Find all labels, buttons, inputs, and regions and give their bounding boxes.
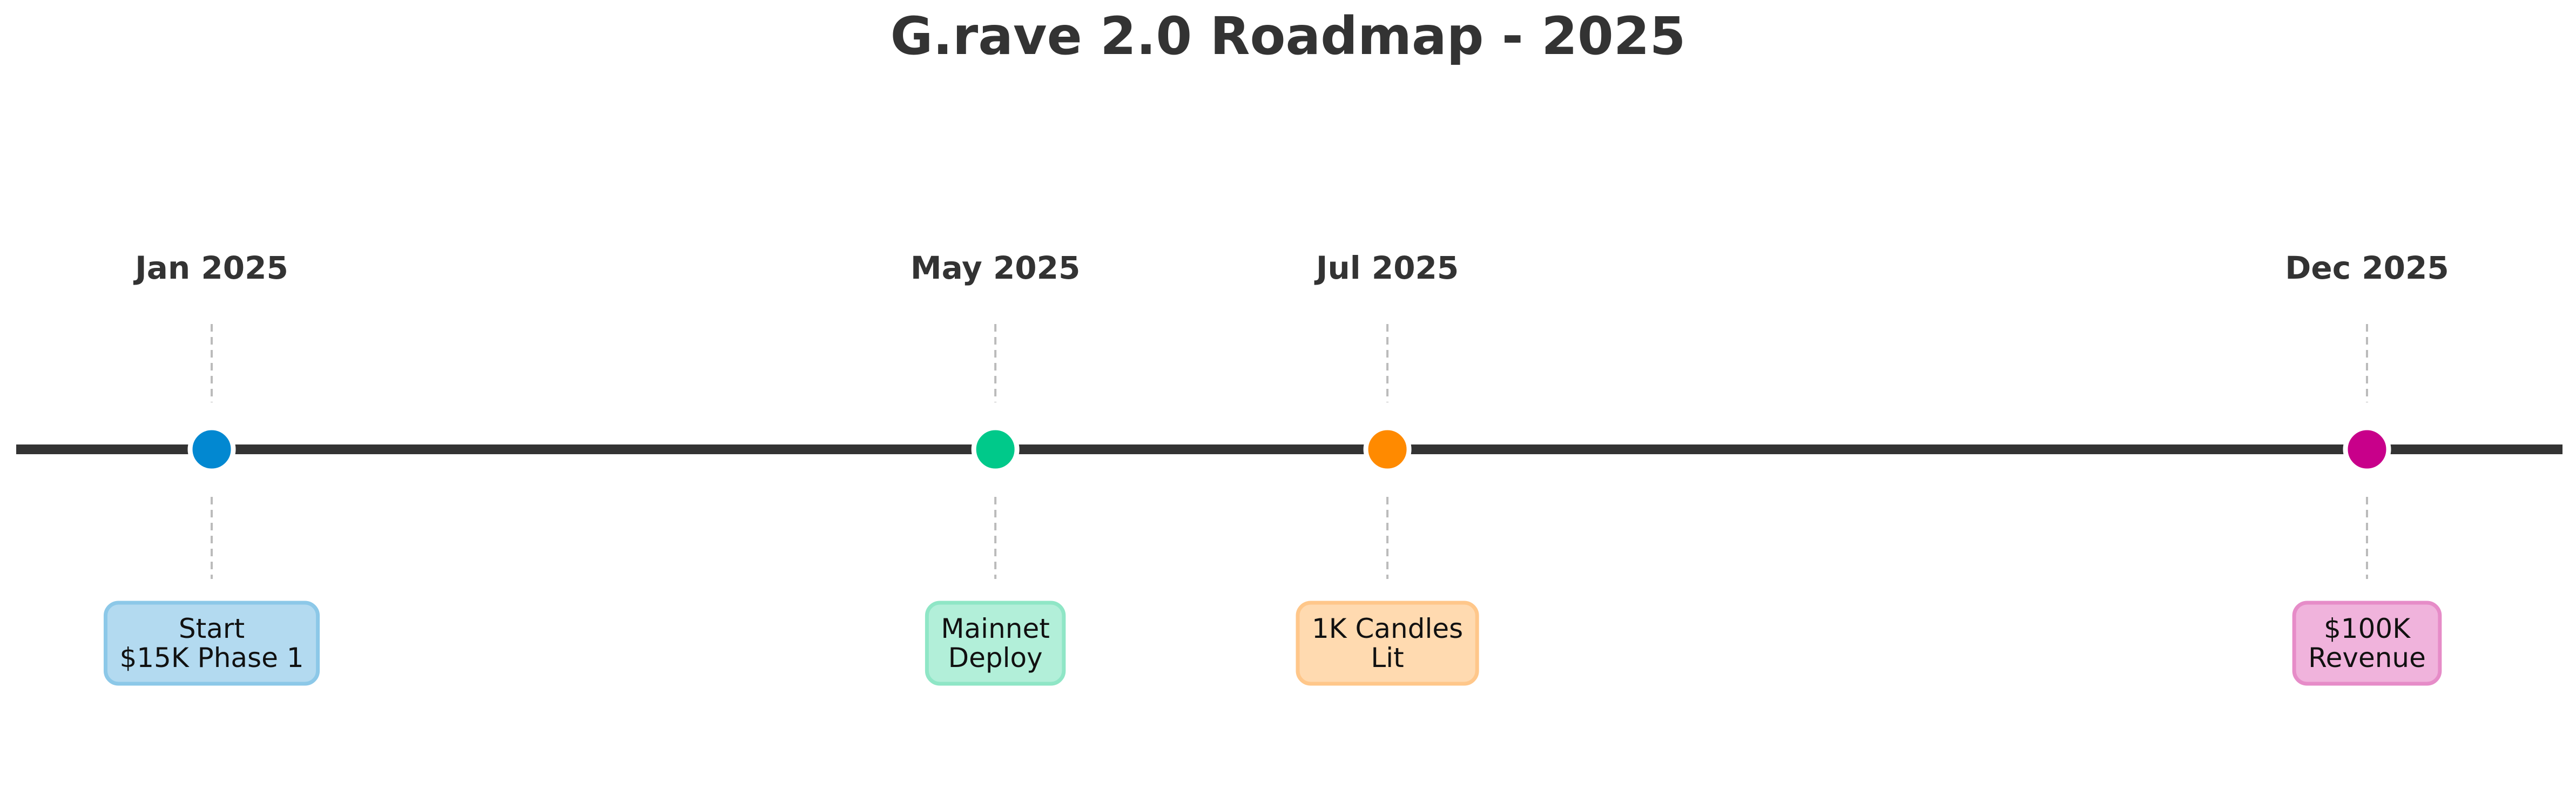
milestone-date-label: Jan 2025 bbox=[133, 250, 288, 286]
milestone-text-line: Start bbox=[179, 613, 245, 644]
milestone-date-label: May 2025 bbox=[911, 250, 1081, 286]
milestone-dot bbox=[187, 425, 236, 474]
milestone-text-line: Lit bbox=[1371, 642, 1404, 673]
milestone-text-line: 1K Candles bbox=[1312, 613, 1463, 644]
milestone-box-bg bbox=[925, 601, 1066, 686]
milestone-date-label: Jul 2025 bbox=[1314, 250, 1459, 286]
milestone-box: Start$15K Phase 1 bbox=[103, 601, 320, 686]
milestone-text-line: Mainnet bbox=[941, 613, 1049, 644]
milestone-text-line: $15K Phase 1 bbox=[119, 642, 304, 673]
milestone-dot bbox=[971, 425, 1020, 474]
milestone-text-line: $100K bbox=[2324, 613, 2411, 644]
diagram-title: G.rave 2.0 Roadmap - 2025 bbox=[891, 6, 1686, 66]
milestone-box-bg bbox=[1296, 601, 1479, 686]
milestone-date-label: Dec 2025 bbox=[2285, 250, 2449, 286]
milestone-box-bg bbox=[103, 601, 320, 686]
milestone-dot bbox=[1363, 425, 1412, 474]
milestone-box-bg bbox=[2292, 601, 2442, 686]
milestone-text-line: Revenue bbox=[2308, 642, 2426, 673]
milestone-text-line: Deploy bbox=[948, 642, 1043, 673]
milestone-dot bbox=[2343, 425, 2391, 474]
